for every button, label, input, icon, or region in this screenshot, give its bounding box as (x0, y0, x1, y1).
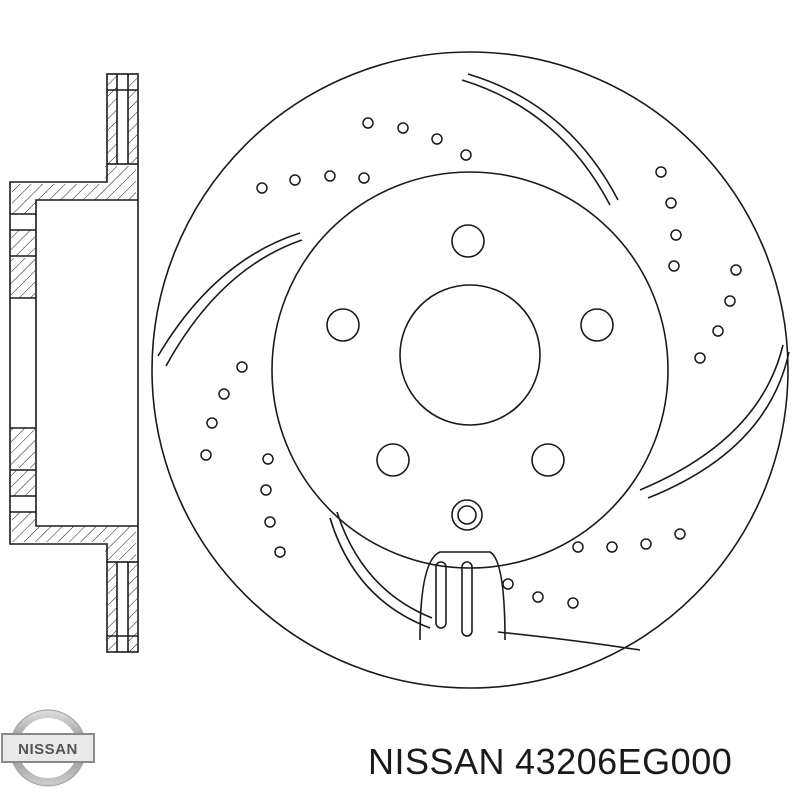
brand-name: NISSAN (368, 741, 506, 782)
curved-slot (329, 511, 433, 629)
nissan-logo: NISSAN (1, 709, 95, 787)
logo-wordmark: NISSAN (18, 741, 78, 758)
disc-front-view (151, 51, 790, 689)
locating-screw-hole (451, 499, 483, 531)
disc-cross-section-view (9, 73, 139, 653)
curved-slot (639, 344, 790, 499)
lug-holes (326, 224, 614, 477)
curved-slot (497, 631, 641, 651)
balance-notch (419, 551, 506, 641)
curved-slot (461, 73, 619, 206)
curved-slot (157, 232, 303, 367)
disc-outer-edge (151, 51, 789, 689)
center-bore (399, 284, 541, 426)
part-number: 43206EG000 (515, 741, 733, 782)
lug-hole (531, 443, 565, 477)
lug-hole (376, 443, 410, 477)
hat-outer-edge (271, 171, 669, 569)
drilled-holes (200, 117, 742, 609)
curved-slots (157, 73, 790, 651)
upper-friction-ring (106, 73, 139, 165)
hat-section (9, 164, 139, 562)
lug-hole (580, 308, 614, 342)
lug-hole (451, 224, 485, 258)
lug-hole (326, 308, 360, 342)
lower-friction-ring (106, 561, 139, 653)
